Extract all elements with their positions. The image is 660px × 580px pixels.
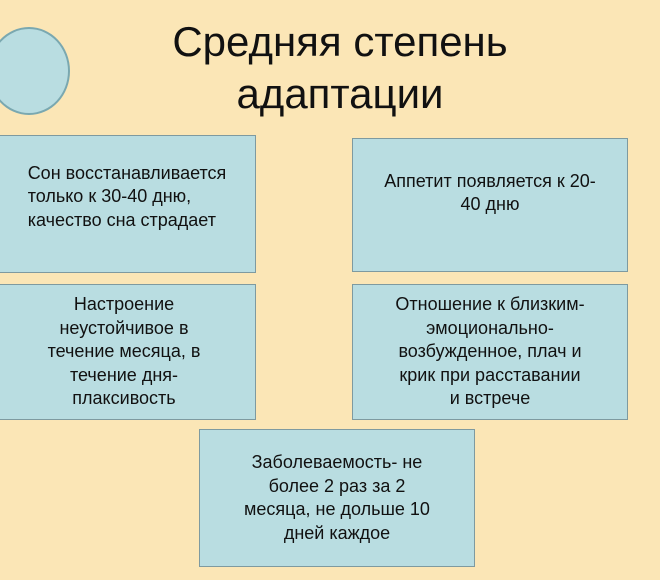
decorative-circle	[0, 27, 70, 115]
card-appetite: Аппетит появляется к 20- 40 дню	[352, 138, 628, 272]
card-sleep: Сон восстанавливается только к 30-40 дню…	[0, 135, 256, 273]
card-mood-text: Настроение неустойчивое в течение месяца…	[47, 294, 201, 409]
card-mood: Настроение неустойчивое в течение месяца…	[0, 284, 256, 420]
card-relations: Отношение к близким- эмоционально- возбу…	[352, 284, 628, 420]
slide-title: Средняя степень адаптации	[172, 18, 508, 117]
card-sleep-text: Сон восстанавливается только к 30-40 дню…	[27, 162, 227, 230]
card-morbidity: Заболеваемость- не более 2 раз за 2 меся…	[199, 429, 475, 567]
card-appetite-text: Аппетит появляется к 20- 40 дню	[384, 170, 596, 215]
card-relations-text: Отношение к близким- эмоционально- возбу…	[395, 294, 585, 409]
card-morbidity-text: Заболеваемость- не более 2 раз за 2 меся…	[244, 452, 430, 543]
